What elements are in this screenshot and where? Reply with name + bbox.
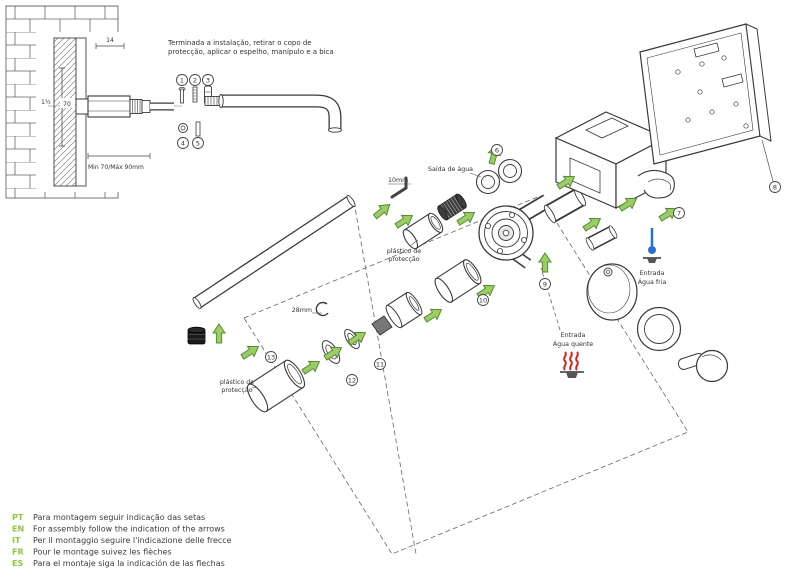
assembly-arrow-icon xyxy=(538,252,552,273)
assembly-arrow-icon xyxy=(238,341,263,363)
part-number-callout: 12 xyxy=(346,374,358,386)
part-number-text: 7 xyxy=(677,209,681,217)
part-number-text: 4 xyxy=(181,139,185,147)
legend-text-it: Per il montaggio seguire l'indicazione d… xyxy=(33,536,232,545)
escutcheon-plate xyxy=(586,263,638,321)
mounting-plate xyxy=(639,23,774,182)
protection-label-upper-line1: plástico de xyxy=(387,247,421,255)
part-number-text: 2 xyxy=(193,76,197,84)
part-number-callout: 11 xyxy=(374,358,386,370)
dim-70-label: 70 xyxy=(63,101,71,108)
dimension-width: 14 xyxy=(95,37,125,49)
hot-inlet-label-line1: Entrada xyxy=(561,332,586,339)
legend-code-fr: FR xyxy=(12,548,24,557)
part-number-callout: 8 xyxy=(769,181,781,193)
part-number-text: 6 xyxy=(495,146,499,154)
legend-code-es: ES xyxy=(12,559,23,568)
sleeve-cylinder xyxy=(434,259,482,303)
completion-note: Terminada a instalação, retirar o copo d… xyxy=(167,39,334,56)
spout-diagonal-part xyxy=(192,194,356,310)
exploded-right-chain xyxy=(543,23,774,383)
knurled-connector xyxy=(437,193,467,221)
protection-label-lower-line2: protecção xyxy=(221,387,252,394)
hot-inlet-marker: Entrada Água quente xyxy=(553,332,593,378)
part-number-callout: 9 xyxy=(539,278,551,290)
part-number-text: 11 xyxy=(376,360,384,368)
dim-depth-label: Min 70/Máx 90mm xyxy=(88,164,144,171)
legend-text-pt: Para montagem seguir indicação das setas xyxy=(33,513,205,522)
valve-body xyxy=(478,194,551,269)
completion-note-line2: protecção, aplicar o espelho, manípulo e… xyxy=(168,48,334,56)
protection-label-lower-line1: plástico de xyxy=(220,378,254,386)
exploded-lower-chain: plástico de protecção 28mm xyxy=(187,194,482,413)
protection-cup-upper xyxy=(402,212,444,250)
handle-sleeve xyxy=(246,359,306,413)
cold-inlet-label-line1: Entrada xyxy=(640,270,665,277)
legend-text-es: Para el montaje siga la indicación de la… xyxy=(33,558,225,568)
hex-key: 10mm xyxy=(388,176,411,199)
part-number-callout: 13 xyxy=(265,351,277,363)
protection-cup-black xyxy=(187,326,206,345)
part-number-text: 12 xyxy=(348,376,356,384)
dimension-depth: Min 70/Máx 90mm xyxy=(87,153,151,171)
c-clip: 28mm xyxy=(292,301,329,317)
exploded-center-group: plástico de protecção 10mm Saída de água xyxy=(387,158,551,269)
water-outlet-rings xyxy=(475,158,523,195)
part-number-callout: 4 xyxy=(177,137,189,149)
loose-fasteners xyxy=(178,85,212,137)
part-number-text: 13 xyxy=(267,353,275,361)
dim-thread-label: 1½ xyxy=(41,99,51,106)
dimension-height: 70 xyxy=(59,67,75,147)
assembly-arrow-icon xyxy=(299,356,324,378)
clip-size-label: 28mm xyxy=(292,307,312,314)
dim-14-label: 14 xyxy=(106,37,114,44)
cold-inlet-label-line2: Água fria xyxy=(638,277,667,286)
assembly-planes xyxy=(243,195,689,555)
water-outlet-label: Saída de água xyxy=(428,165,473,173)
connector-cylinder xyxy=(543,187,587,224)
completion-note-line1: Terminada a instalação, retirar o copo d… xyxy=(167,39,312,47)
legend-code-it: IT xyxy=(12,536,21,545)
embedded-valve xyxy=(75,95,174,118)
assembly-arrow-icon xyxy=(421,304,446,326)
part-number-callout: 10 xyxy=(477,294,489,306)
cold-inlet-marker: Entrada Água fria xyxy=(638,228,667,286)
hex-size-label: 10mm xyxy=(388,177,408,184)
cold-thermometer-icon xyxy=(643,228,661,263)
handle-knob xyxy=(677,349,729,383)
part-number-callout: 2 xyxy=(189,74,201,86)
part-number-text: 9 xyxy=(543,280,547,288)
trim-ring xyxy=(636,306,682,352)
part-number-text: 5 xyxy=(196,139,200,147)
part-number-text: 1 xyxy=(180,76,184,84)
spout-top-part xyxy=(204,94,342,133)
hot-thermometer-icon xyxy=(560,351,584,378)
hot-inlet-leader xyxy=(540,267,561,331)
part-number-callout: 6 xyxy=(491,144,503,156)
part-number-text: 10 xyxy=(479,296,487,304)
legend: PT Para montagem seguir indicação das set… xyxy=(12,513,232,568)
part-number-text: 3 xyxy=(206,76,210,84)
part-number-callout: 5 xyxy=(192,137,204,149)
wall-section-detail: 14 70 1½ Min 70/Máx 90mm xyxy=(36,32,182,192)
legend-text-fr: Pour le montage suivez les flèches xyxy=(33,547,172,557)
legend-code-pt: PT xyxy=(12,513,24,522)
part-number-callout: 1 xyxy=(176,74,188,86)
legend-text-en: For assembly follow the indication of th… xyxy=(33,525,225,534)
assembly-arrow-icon xyxy=(370,199,395,222)
small-cylinder xyxy=(585,225,618,251)
part-number-text: 8 xyxy=(773,183,777,191)
cartridge xyxy=(371,291,423,336)
part-number-callout: 3 xyxy=(202,74,214,86)
assembly-arrow-icon xyxy=(212,323,226,344)
hot-inlet-label-line2: Água quente xyxy=(553,339,593,348)
protection-label-upper-line2: protecção xyxy=(388,256,419,263)
legend-code-en: EN xyxy=(12,525,24,534)
part-number-callout: 7 xyxy=(673,207,685,219)
